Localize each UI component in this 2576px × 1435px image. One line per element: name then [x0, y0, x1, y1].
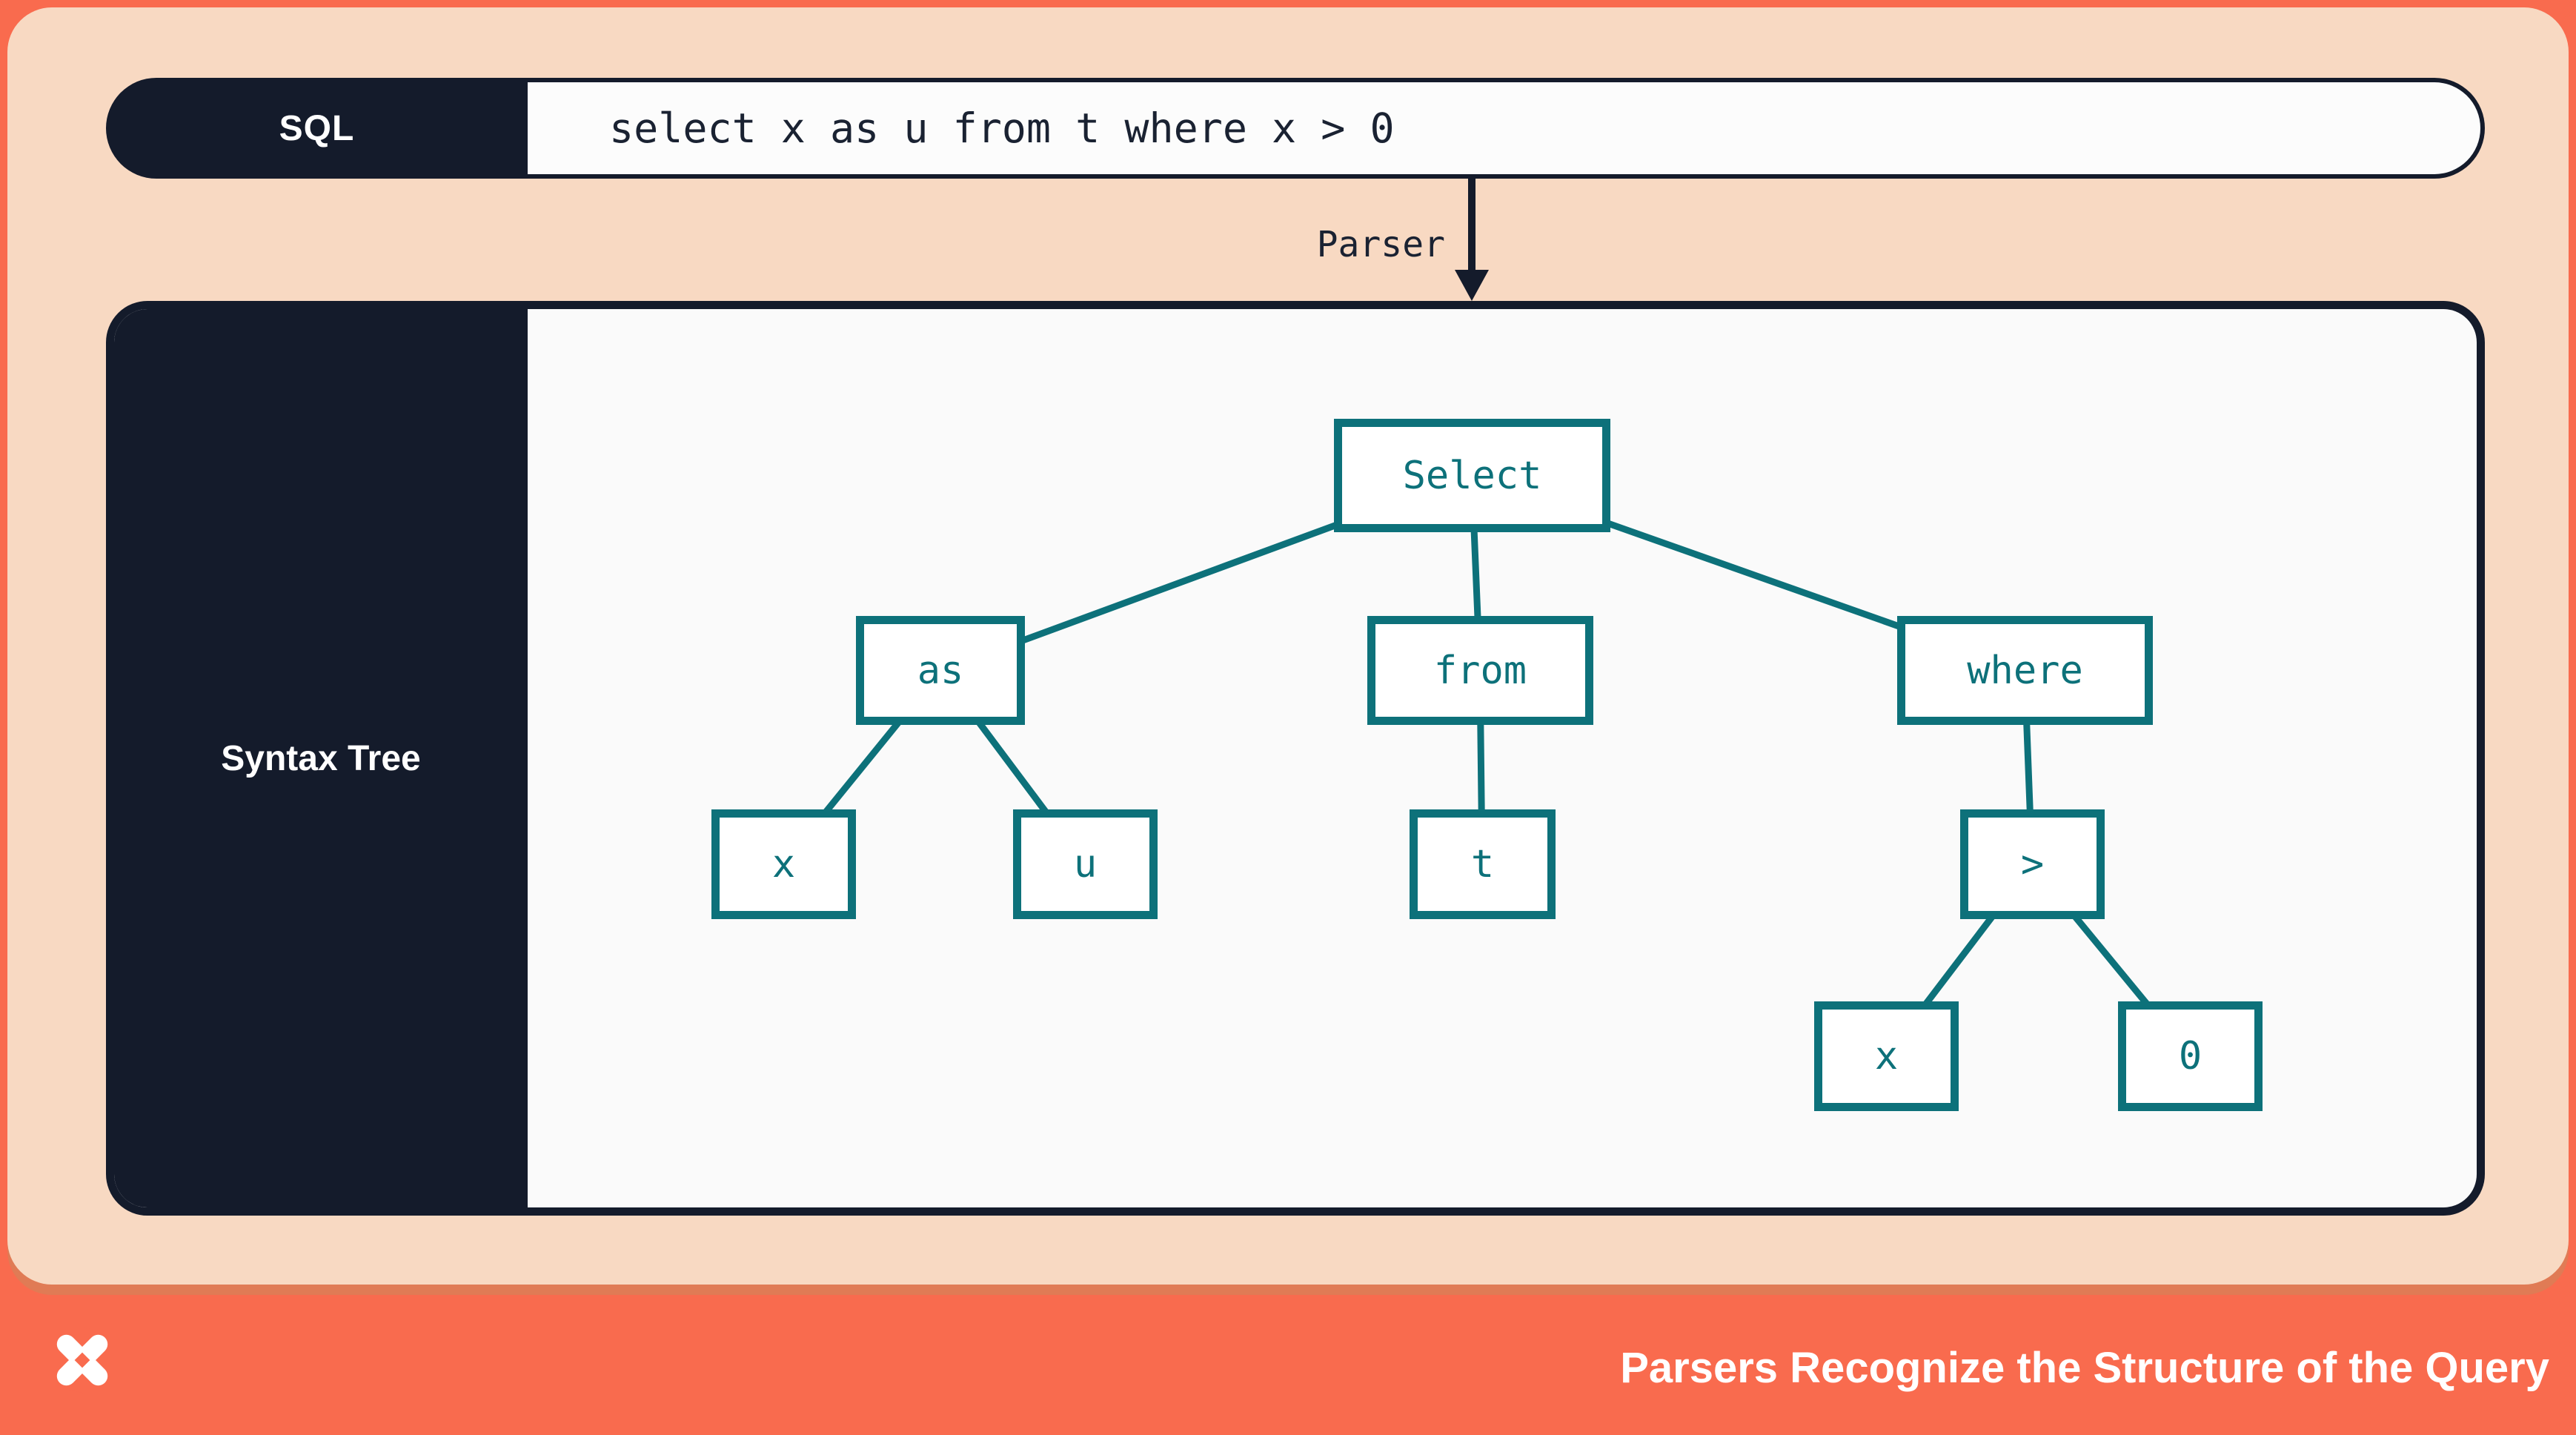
- syntax-tree-panel: Syntax Tree: [106, 301, 2485, 1216]
- tree-node-select: Select: [1334, 419, 1610, 532]
- sql-bar-label: SQL: [279, 108, 355, 148]
- tree-node-zero-label: 0: [2178, 1034, 2202, 1078]
- sql-bar: SQL select x as u from t where x > 0: [106, 78, 2485, 179]
- sql-code-area: select x as u from t where x > 0: [528, 82, 2480, 174]
- syntax-tree-label-column: Syntax Tree: [114, 309, 528, 1207]
- tree-node-where: where: [1897, 616, 2153, 725]
- tree-node-u: u: [1013, 809, 1158, 919]
- tree-node-as: as: [856, 616, 1025, 725]
- tree-node-zero: 0: [2118, 1001, 2263, 1111]
- parser-arrow-head-icon: [1455, 270, 1489, 301]
- tree-node-t: t: [1410, 809, 1556, 919]
- tree-node-select-label: Select: [1402, 453, 1542, 498]
- tree-node-u-label: u: [1073, 842, 1098, 886]
- tree-node-from: from: [1367, 616, 1593, 725]
- tree-node-where-label: where: [1967, 648, 2083, 693]
- tree-node-t-label: t: [1470, 842, 1495, 886]
- parser-label: Parser: [1316, 224, 1445, 265]
- tree-node-x-operand: x: [1814, 1001, 1959, 1111]
- tree-node-from-label: from: [1433, 648, 1527, 693]
- footer-caption: Parsers Recognize the Structure of the Q…: [1620, 1344, 2549, 1392]
- tree-node-greater-than: >: [1960, 809, 2105, 919]
- tree-node-x-alias: x: [711, 809, 856, 919]
- parser-arrow-line: [1468, 179, 1475, 273]
- syntax-tree-label: Syntax Tree: [221, 738, 421, 778]
- tree-node-x-operand-label: x: [1874, 1034, 1899, 1078]
- tree-node-x-alias-label: x: [771, 842, 796, 886]
- sql-query-text: select x as u from t where x > 0: [609, 105, 1395, 152]
- brand-logo-icon: [56, 1327, 108, 1393]
- tree-node-greater-than-label: >: [2020, 842, 2045, 886]
- tree-node-as-label: as: [917, 648, 964, 693]
